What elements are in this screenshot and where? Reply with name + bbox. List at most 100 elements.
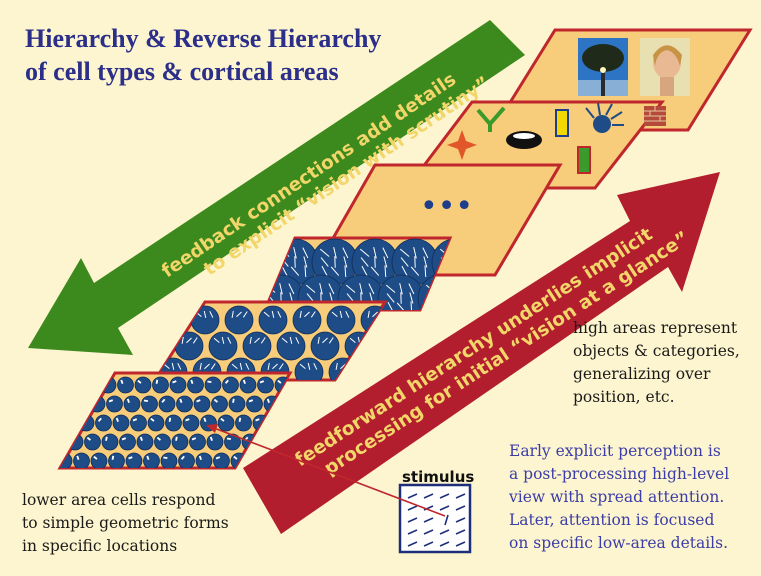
receptive-field-cell (276, 331, 306, 361)
receptive-field-cell (130, 414, 147, 432)
stimulus-pointer-head (206, 424, 218, 433)
orientation-stroke (299, 363, 306, 370)
yellow-bar-shape (555, 109, 569, 137)
orientation-stroke (359, 283, 363, 295)
receptive-field-cell (211, 395, 228, 413)
receptive-field-cell (217, 414, 235, 432)
orientation-stroke (204, 363, 210, 370)
orientation-stroke (242, 379, 246, 384)
stimulus-dash (455, 541, 466, 547)
receptive-field-cell (208, 331, 238, 361)
receptive-field-cell (328, 357, 358, 380)
receptive-field-cell (326, 305, 356, 335)
orientation-stroke (305, 284, 316, 293)
receptive-field-cell (344, 331, 374, 361)
receptive-field-cell (178, 452, 195, 468)
orientation-stroke (423, 256, 428, 268)
orientation-stroke (198, 455, 202, 460)
orientation-stroke (384, 265, 387, 277)
receptive-field-cell (154, 433, 171, 451)
orientation-stroke (181, 336, 184, 344)
orientation-stroke (121, 437, 127, 441)
star-shape (447, 130, 477, 160)
stimulus-dash (407, 541, 418, 547)
orientation-stroke (238, 417, 242, 422)
receptive-field-cell (171, 433, 189, 451)
receptive-field-cell (224, 305, 254, 335)
orientation-stroke (128, 456, 133, 460)
receptive-field-cell (101, 433, 119, 451)
orientation-stroke (370, 266, 380, 276)
orientation-stroke (266, 398, 270, 403)
receptive-field-cell (239, 376, 257, 394)
orientation-stroke (279, 283, 283, 295)
orientation-stroke (328, 283, 335, 295)
orientation-stroke (60, 456, 63, 460)
caption-line: on specific low-area details. (509, 534, 729, 552)
caption-high-areas: high areas represent objects & categorie… (573, 317, 740, 409)
orientation-stroke (254, 337, 260, 344)
orientation-stroke (190, 379, 194, 384)
stimulus-dash (423, 493, 434, 499)
caption-line: to simple geometric forms (22, 514, 229, 532)
orientation-stroke (385, 284, 396, 293)
orientation-stroke (427, 301, 434, 310)
orientation-stroke (97, 417, 102, 422)
page-title: Hierarchy & Reverse Hierarchy of cell ty… (25, 22, 381, 88)
orientation-stroke (339, 310, 343, 318)
receptive-field-cell (258, 305, 288, 335)
receptive-field-cell (143, 452, 160, 468)
orientation-stroke (346, 363, 352, 370)
orientation-stroke (304, 311, 310, 318)
orientation-stroke (302, 247, 309, 259)
orientation-stroke (321, 265, 328, 277)
orientation-stroke (383, 256, 388, 268)
stimulus-dash (455, 493, 466, 499)
receptive-field-cell (95, 414, 112, 432)
receptive-field-cell (141, 395, 158, 413)
receptive-field-cell (228, 395, 246, 413)
receptive-field-cell (112, 414, 130, 432)
orientation-stroke (344, 265, 347, 277)
stimulus-dash (444, 514, 449, 526)
orientation-stroke (307, 362, 311, 370)
orientation-stroke (396, 302, 406, 310)
orientation-stroke (331, 311, 338, 318)
receptive-field-cell (174, 331, 204, 361)
orientation-stroke (360, 257, 369, 267)
orientation-stroke (93, 455, 98, 460)
receptive-field-cell (147, 414, 165, 432)
orientation-stroke (263, 311, 270, 318)
orientation-stroke (92, 398, 95, 403)
orientation-stroke (242, 311, 248, 318)
orientation-stroke (290, 266, 300, 276)
receptive-field-cell (222, 376, 239, 394)
orientation-stroke (232, 398, 235, 403)
orientation-stroke (413, 247, 417, 259)
caption-line: view with spread attention. (509, 488, 725, 506)
orientation-stroke (439, 283, 443, 295)
receptive-field-cell (235, 414, 252, 432)
orientation-stroke (86, 436, 92, 441)
orientation-stroke (320, 257, 329, 267)
orientation-stroke (426, 293, 435, 303)
orientation-stroke (180, 455, 185, 460)
orientation-stroke (155, 379, 159, 384)
green-bar-shape (577, 146, 591, 174)
orientation-stroke (288, 283, 295, 295)
orientation-stroke (80, 418, 85, 422)
orientation-stroke (399, 283, 403, 295)
orientation-stroke (209, 311, 214, 318)
orientation-stroke (401, 265, 408, 277)
receptive-field-cell (190, 305, 220, 335)
orientation-stroke (171, 362, 175, 370)
stimulus-dash (439, 529, 450, 535)
orientation-stroke (186, 337, 192, 344)
orientation-stroke (281, 337, 288, 344)
orientation-stroke (111, 455, 115, 460)
receptive-field-cell (160, 452, 178, 468)
orientation-stroke (224, 379, 229, 384)
receptive-field-cell (292, 305, 322, 335)
receptive-field-cell (117, 376, 134, 394)
orientation-stroke (233, 455, 238, 460)
